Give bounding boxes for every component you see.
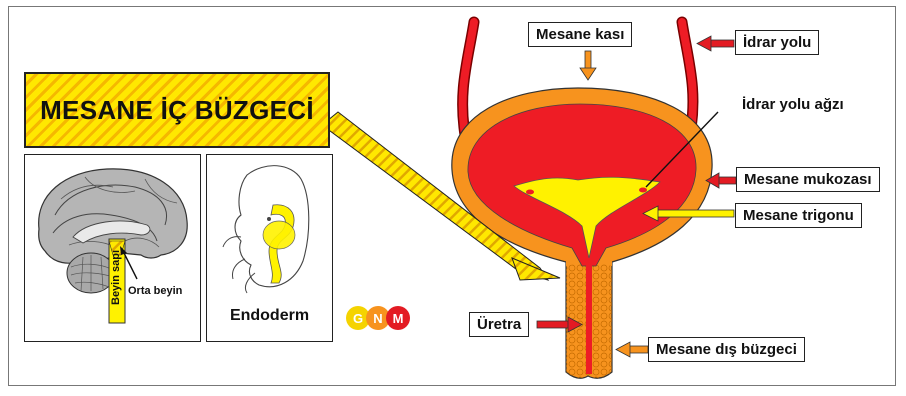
label-bladder-mucosa: Mesane mukozası	[736, 167, 880, 192]
arrow-ureter	[697, 36, 734, 51]
label-brainstem: Beyin sapı	[110, 250, 122, 305]
label-trigone: Mesane trigonu	[735, 203, 862, 228]
label-endoderm: Endoderm	[207, 307, 332, 325]
title-box: MESANE İÇ BÜZGECİ	[24, 72, 330, 148]
title: MESANE İÇ BÜZGECİ	[40, 95, 314, 126]
brain-illustration	[25, 155, 200, 341]
cerebellum	[67, 253, 115, 293]
arrow-external-sphincter	[616, 342, 648, 357]
embryo-panel: Endoderm	[206, 154, 333, 342]
label-urethra: Üretra	[469, 312, 529, 337]
label-bladder-muscle: Mesane kası	[528, 22, 632, 47]
right-ureter-orifice	[639, 188, 647, 193]
label-midbrain: Orta beyin	[128, 285, 182, 297]
brain-panel: Beyin sapı Orta beyin	[24, 154, 201, 342]
label-ureter-orifice: İdrar yolu ağzı	[735, 93, 851, 116]
left-ureter-orifice	[526, 190, 534, 195]
label-ureter: İdrar yolu	[735, 30, 819, 55]
label-external-sphincter: Mesane dış büzgeci	[648, 337, 805, 362]
arrow-bladder-muscle	[580, 51, 596, 80]
urethra-channel	[586, 258, 592, 374]
logo-m: M	[386, 306, 410, 330]
embryo-illustration	[207, 155, 332, 305]
